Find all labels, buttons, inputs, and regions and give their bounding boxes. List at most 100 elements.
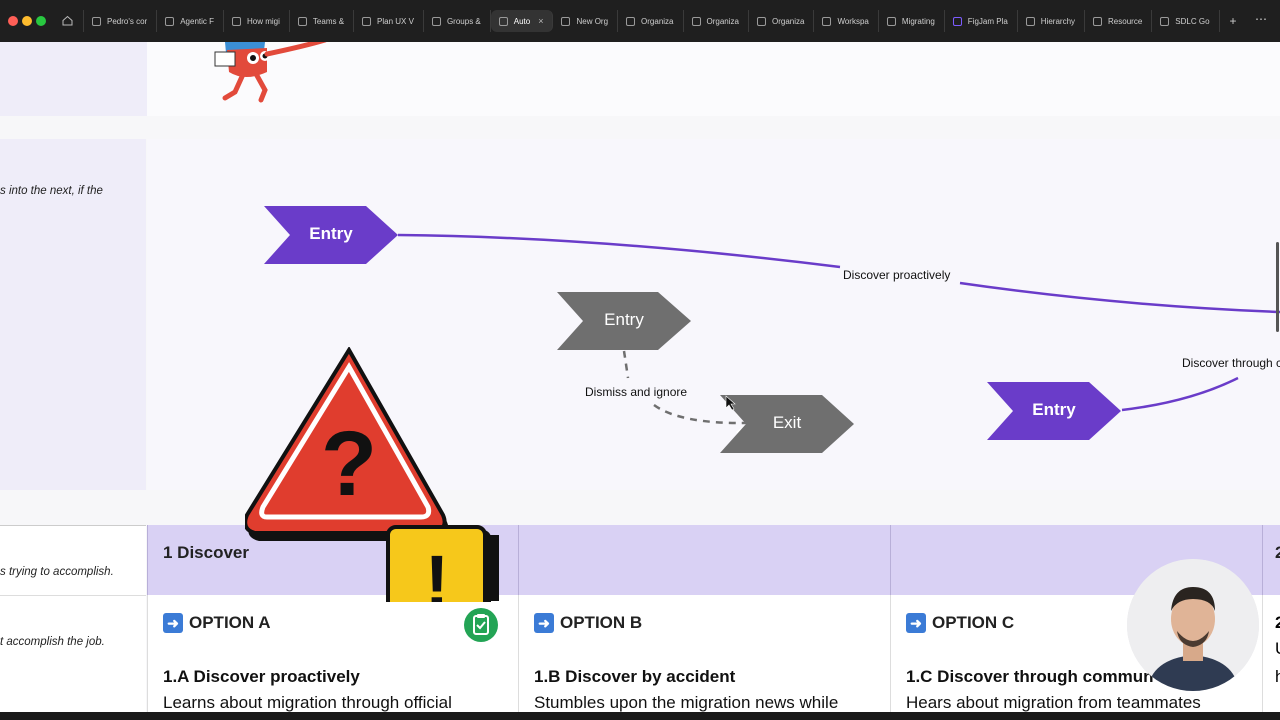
table-row-label-cell: t accomplish the job. xyxy=(0,595,146,715)
browser-tab[interactable]: Plan UX V xyxy=(354,10,424,32)
connector-dismiss-top xyxy=(622,350,630,379)
browser-tab[interactable]: Organiza xyxy=(618,10,684,32)
option-heading: ➜OPTION A xyxy=(163,613,271,633)
question-mark: ? xyxy=(321,413,377,515)
minimize-window-button[interactable] xyxy=(22,16,32,26)
page-icon xyxy=(822,16,832,26)
page-icon xyxy=(1093,16,1103,26)
row-label-options: t accomplish the job. xyxy=(0,636,105,648)
browser-tab[interactable]: Hierarchy xyxy=(1018,10,1086,32)
page-icon xyxy=(165,16,175,26)
browser-tab[interactable]: Organiza xyxy=(749,10,815,32)
browser-tab[interactable]: New Org xyxy=(553,10,619,32)
bottom-edge xyxy=(0,712,1280,720)
vertical-scrollbar[interactable] xyxy=(1276,242,1279,332)
figjam-icon xyxy=(952,16,962,26)
browser-tab[interactable]: Resource xyxy=(1085,10,1153,32)
home-icon xyxy=(62,15,73,28)
page-icon xyxy=(626,16,636,26)
browser-tab[interactable]: SDLC Go xyxy=(1152,10,1220,32)
row-label-job: s trying to accomplish. xyxy=(0,566,114,578)
option-heading: ➜OPTION B xyxy=(534,613,642,633)
browser-tab[interactable]: Pedro's cor xyxy=(84,10,158,32)
page-icon xyxy=(1025,16,1035,26)
browser-tab[interactable]: Migrating xyxy=(879,10,945,32)
option-title: 1.C Discover through commun xyxy=(906,667,1154,686)
page-icon xyxy=(886,16,896,26)
edge-label-discover-proactively[interactable]: Discover proactively xyxy=(843,268,951,282)
more-options-icon[interactable]: ⋯ xyxy=(1255,12,1268,26)
arrow-right-icon: ➜ xyxy=(534,613,554,633)
stage-header-title: 1 Discover xyxy=(163,543,249,562)
exclamation-mark: ! xyxy=(425,540,450,602)
page-icon xyxy=(561,16,571,26)
section-panel xyxy=(147,42,1280,116)
entry-node-label[interactable]: Entry xyxy=(309,224,353,243)
option-description: Hears about migration from teammates xyxy=(906,693,1201,712)
close-tab-icon[interactable]: × xyxy=(538,16,544,26)
flow-diagram xyxy=(264,206,1280,453)
entry-right-node-shape xyxy=(987,382,1121,440)
arrow-right-icon: ➜ xyxy=(163,613,183,633)
browser-tab[interactable]: Agentic F xyxy=(157,10,225,32)
page-icon xyxy=(691,16,701,26)
page-icon xyxy=(92,16,101,26)
edge-label-discover-through[interactable]: Discover through c xyxy=(1182,356,1280,370)
next-col-fragment: U xyxy=(1275,639,1280,659)
stage-header-cell[interactable]: 2 xyxy=(1262,525,1280,595)
page-icon xyxy=(431,16,441,26)
warning-overlay-icon: ? ! xyxy=(245,347,499,602)
connector-discover-proactively-cont xyxy=(959,281,1280,314)
maximize-window-button[interactable] xyxy=(36,16,46,26)
page-icon xyxy=(232,16,242,26)
page-icon xyxy=(1160,16,1170,26)
clipboard-check-icon[interactable] xyxy=(464,608,498,642)
entry-right-node-label[interactable]: Entry xyxy=(1032,400,1076,419)
connector-dismiss-bottom xyxy=(653,403,749,425)
connector-discover-proactively xyxy=(397,233,841,269)
close-window-button[interactable] xyxy=(8,16,18,26)
page-icon xyxy=(756,16,766,26)
entry-gray-node-label[interactable]: Entry xyxy=(604,310,644,329)
mascot-illustration xyxy=(214,42,327,103)
lane-label-panel: s into the next, if the xyxy=(0,139,146,490)
home-tab[interactable] xyxy=(52,10,84,32)
browser-tab[interactable]: Teams & xyxy=(290,10,355,32)
new-tab-button[interactable]: + xyxy=(1229,14,1237,28)
browser-tab-active[interactable]: Auto× xyxy=(490,10,554,32)
next-col-fragment: 2 xyxy=(1275,613,1280,632)
tab-list: Pedro's cor Agentic F How migi Teams & P… xyxy=(52,10,1237,32)
connector-discover-through xyxy=(1121,376,1239,412)
presenter-webcam xyxy=(1127,559,1259,691)
stage-header-cell[interactable] xyxy=(518,525,890,595)
page-icon xyxy=(297,16,307,26)
page-icon xyxy=(362,16,372,26)
option-title: 1.B Discover by accident xyxy=(534,667,736,686)
browser-tab[interactable]: FigJam Pla xyxy=(945,10,1018,32)
next-col-fragment: h xyxy=(1275,667,1280,686)
arrow-right-icon: ➜ xyxy=(906,613,926,633)
page-icon xyxy=(498,16,508,26)
browser-tab[interactable]: Organiza xyxy=(684,10,749,32)
mouse-cursor-icon xyxy=(725,395,736,411)
option-cell[interactable]: 2 U h xyxy=(1262,595,1280,715)
option-cell[interactable]: ➜OPTION A 1.A Discover proactively Learn… xyxy=(147,595,518,715)
browser-tab[interactable]: Workspa xyxy=(814,10,879,32)
whiteboard-canvas[interactable]: s into the next, if the Entry Entry Exit… xyxy=(0,42,1280,715)
next-stage-header: 2 xyxy=(1275,543,1280,562)
exit-node-shape xyxy=(720,395,854,453)
browser-tab[interactable]: How migi xyxy=(224,10,290,32)
edge-label-dismiss-ignore[interactable]: Dismiss and ignore xyxy=(585,385,688,399)
option-description: Learns about migration through official xyxy=(163,693,452,712)
option-cell[interactable]: ➜OPTION B 1.B Discover by accident Stumb… xyxy=(518,595,890,715)
browser-tab-bar: Pedro's cor Agentic F How migi Teams & P… xyxy=(0,0,1280,42)
browser-tab[interactable]: Groups & xyxy=(424,10,491,32)
entry-node-shape xyxy=(264,206,398,264)
option-heading: ➜OPTION C xyxy=(906,613,1014,633)
table-row-labels: s trying to accomplish. t accomplish the… xyxy=(0,525,146,715)
exit-node-label[interactable]: Exit xyxy=(772,413,802,432)
lane-description: s into the next, if the xyxy=(0,185,103,197)
entry-gray-node-shape xyxy=(557,292,691,350)
table-row-label-cell: s trying to accomplish. xyxy=(0,525,146,595)
option-title: 1.A Discover proactively xyxy=(163,667,360,686)
